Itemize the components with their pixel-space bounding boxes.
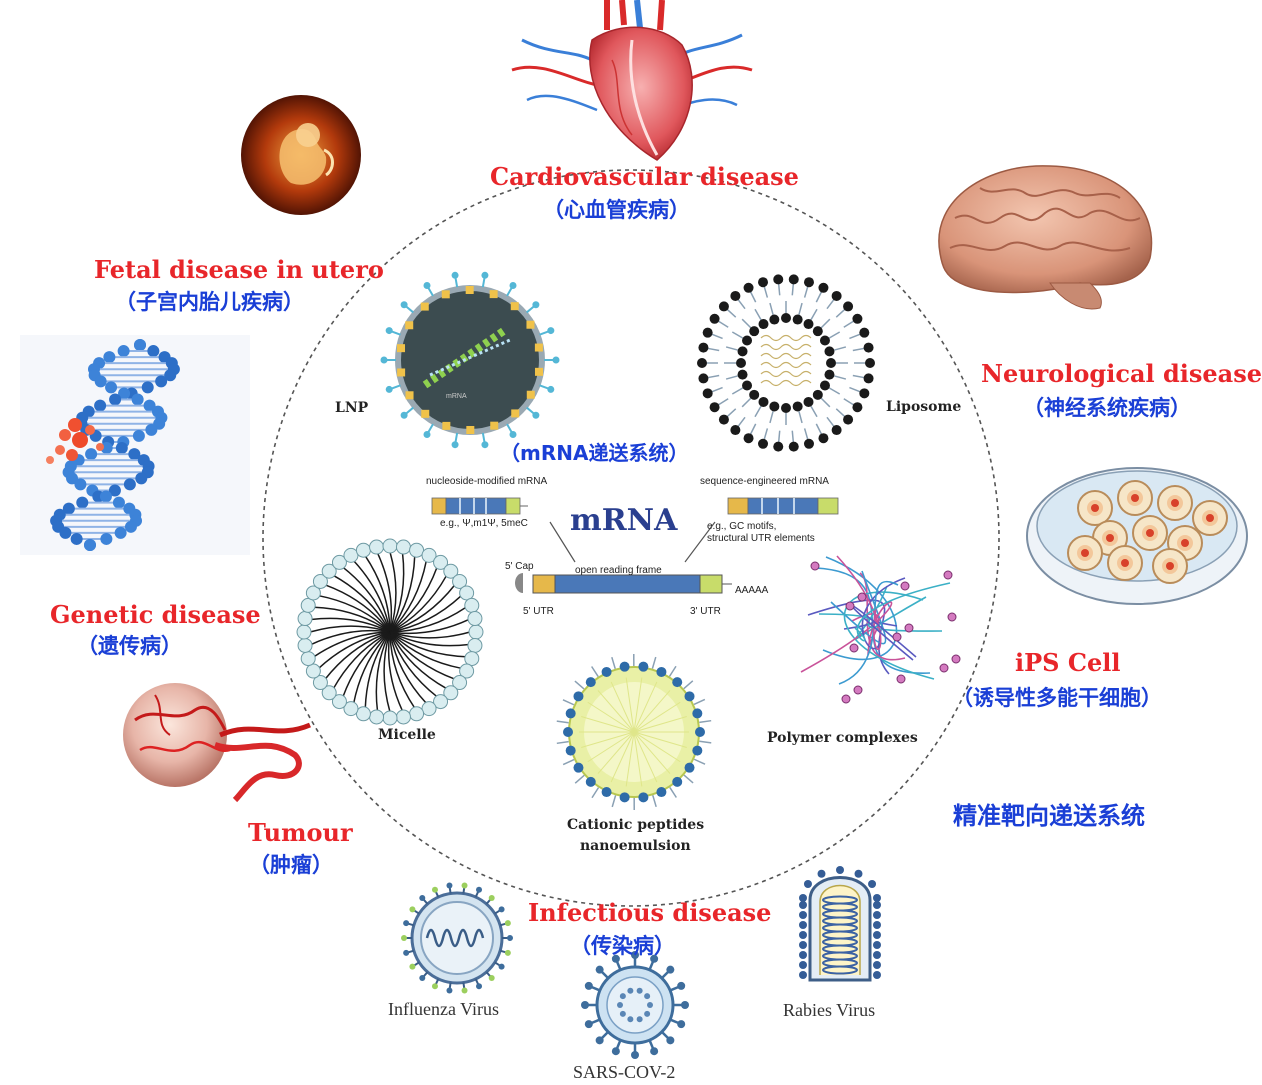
polymer-complex bbox=[800, 555, 961, 704]
mrna-delivery-system-label: （mRNA递送系统） bbox=[500, 441, 689, 465]
fetal-label: Fetal disease in utero bbox=[94, 255, 384, 284]
cationic-label-1: Cationic peptides bbox=[567, 817, 705, 833]
rabies-label: Rabies Virus bbox=[783, 1000, 876, 1020]
orf-label: open reading frame bbox=[575, 565, 662, 576]
influenza-label: Influenza Virus bbox=[388, 999, 500, 1019]
sequence-mrna-label: sequence-engineered mRNA bbox=[700, 476, 829, 487]
precision-targeting-label: 精准靶向递送系统 bbox=[953, 802, 1145, 830]
lnp-inner-label: mRNA bbox=[446, 393, 467, 400]
fetus-illustration bbox=[241, 95, 361, 215]
cardiovascular-cn-label: （心血管疾病） bbox=[543, 198, 690, 222]
liposome-particle bbox=[697, 274, 875, 452]
mrna-title: mRNA bbox=[570, 503, 678, 538]
infectious-label: Infectious disease bbox=[528, 898, 772, 927]
sequence-examples-1: e.g., GC motifs, bbox=[707, 521, 777, 532]
cationic-label-2: nanoemulsion bbox=[580, 838, 691, 854]
ips-cell-cn-label: （诱导性多能干细胞） bbox=[952, 686, 1162, 710]
polya-label: AAAAA bbox=[735, 585, 769, 596]
lnp-label: LNP bbox=[335, 400, 369, 416]
tumour-cn-label: （肿瘤） bbox=[249, 853, 333, 877]
liposome-label: Liposome bbox=[886, 399, 962, 415]
dna-illustration bbox=[20, 335, 250, 555]
ips-cell-dish bbox=[1026, 467, 1248, 605]
sars-label: SARS-COV-2 bbox=[573, 1062, 676, 1082]
lnp-particle bbox=[380, 271, 560, 449]
genetic-label: Genetic disease bbox=[50, 600, 261, 629]
five-cap-label: 5' Cap bbox=[505, 561, 534, 572]
cardiovascular-label: Cardiovascular disease bbox=[490, 162, 799, 191]
micelle-particle bbox=[296, 538, 484, 726]
tumour-label: Tumour bbox=[248, 818, 353, 847]
heart-illustration bbox=[511, 0, 753, 161]
influenza-virus-icon bbox=[401, 882, 513, 994]
genetic-cn-label: （遗传病） bbox=[77, 634, 182, 658]
mrna-structure bbox=[431, 497, 839, 594]
brain-illustration bbox=[938, 165, 1153, 310]
rabies-virus-icon bbox=[799, 866, 881, 982]
nucleoside-mrna-label: nucleoside-modified mRNA bbox=[426, 476, 548, 487]
utr5-label: 5' UTR bbox=[523, 606, 554, 617]
polymer-label: Polymer complexes bbox=[767, 730, 918, 746]
cationic-nanoemulsion bbox=[556, 653, 712, 811]
nucleoside-examples: e.g., Ψ,m1Ψ, 5meC bbox=[440, 518, 528, 529]
utr3-label: 3' UTR bbox=[690, 606, 721, 617]
tumour-illustration bbox=[123, 683, 311, 803]
sars-cov-2-icon bbox=[581, 951, 689, 1059]
micelle-label: Micelle bbox=[378, 727, 436, 743]
neurological-cn-label: （神经系统疾病） bbox=[1023, 396, 1191, 420]
sequence-examples-2: structural UTR elements bbox=[707, 533, 815, 544]
ips-cell-label: iPS Cell bbox=[1015, 648, 1121, 677]
infectious-cn-label: （传染病） bbox=[570, 934, 675, 958]
fetal-cn-label: （子宫内胎儿疾病） bbox=[115, 290, 304, 314]
neurological-label: Neurological disease bbox=[981, 359, 1262, 388]
